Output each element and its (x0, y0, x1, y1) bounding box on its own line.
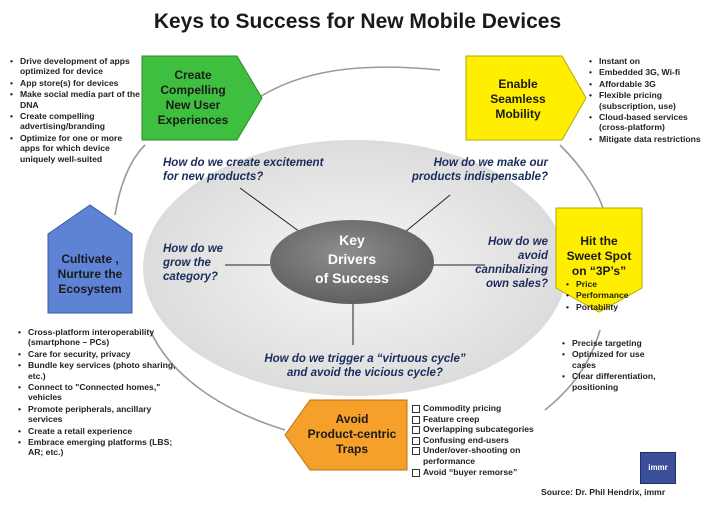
list-item: Flexible pricing (subscription, use) (589, 90, 711, 111)
shape-sweet-spot-label: Hit the Sweet Spot on “3P’s” (556, 234, 642, 279)
cycle-arc-left-top (114, 144, 146, 216)
question-line: grow the (163, 257, 211, 269)
question-line: own sales? (486, 278, 548, 290)
shape-label-line: Traps (335, 442, 368, 456)
list-item: Affordable 3G (589, 79, 711, 90)
list-right-middle: Precise targeting Optimized for use case… (562, 338, 667, 393)
shape-label-line: Hit the (580, 234, 618, 248)
shape-label-line: Experiences (157, 113, 229, 127)
list-item: Create a retail experience (18, 426, 178, 437)
shape-label-line: Seamless (490, 92, 546, 106)
page-title: Keys to Success for New Mobile Devices (153, 10, 562, 33)
list-item: Make social media part of the DNA (10, 89, 140, 110)
spoke-top-left (239, 187, 301, 233)
shape-label-line: on “3P’s” (571, 264, 627, 278)
center-label-line: of Success (315, 270, 389, 286)
list-item: Cross-platform interoperability (smartph… (18, 327, 178, 348)
list-item: Embedded 3G, Wi-fi (589, 67, 711, 78)
source-caption: Source: Dr. Phil Hendrix, immr (541, 487, 666, 497)
center-label: Key Drivers of Success (268, 231, 436, 288)
shape-label-line: Avoid (335, 412, 369, 426)
list-item: Portability (566, 302, 646, 313)
shape-compelling-label: Create Compelling New User Experiences (142, 68, 244, 128)
list-top-right: Instant on Embedded 3G, Wi-fi Affordable… (589, 56, 711, 145)
list-item: Optimize for one or more apps for which … (10, 133, 140, 164)
list-item: Feature creep (412, 414, 552, 425)
question-line: and avoid the vicious cycle? (287, 367, 443, 379)
list-item: Price (566, 279, 646, 290)
question-line: category? (163, 271, 218, 283)
center-ellipse (270, 220, 434, 304)
question-line: How do we make our (433, 157, 548, 169)
shape-label-line: Create (174, 68, 212, 82)
shape-label-line: Sweet Spot (566, 249, 632, 263)
list-traps: Commodity pricing Feature creep Overlapp… (412, 403, 552, 477)
center-label-line: Key (339, 232, 365, 248)
list-item: Connect to "Connected homes," vehicles (18, 382, 178, 403)
list-item: Confusing end-users (412, 435, 552, 446)
question-line: products indispensable? (411, 171, 548, 183)
question-line: for new products? (163, 171, 264, 183)
shape-label-line: Enable (498, 77, 538, 91)
question-line: How do we (163, 243, 224, 255)
question-indispensable: How do we make our products indispensabl… (406, 156, 548, 184)
list-item: Instant on (589, 56, 711, 67)
shape-label-line: Ecosystem (58, 282, 122, 296)
list-item: Cloud-based services (cross-platform) (589, 112, 711, 133)
shape-compelling (141, 55, 263, 141)
list-item: Care for security, privacy (18, 349, 178, 360)
question-line: How do we create excitement (163, 157, 324, 169)
question-cannibalize: How do we avoid cannibalizing own sales? (462, 235, 548, 291)
question-line: avoid (517, 250, 548, 262)
list-item: Commodity pricing (412, 403, 552, 414)
shape-seamless (465, 55, 587, 141)
shape-ecosystem (47, 204, 133, 314)
list-top-left: Drive development of apps optimized for … (10, 56, 140, 165)
question-grow: How do we grow the category? (163, 242, 223, 284)
question-excitement: How do we create excitement for new prod… (163, 156, 323, 184)
list-item: Drive development of apps optimized for … (10, 56, 140, 77)
list-item: Embrace emerging platforms (LBS; AR; etc… (18, 437, 178, 458)
question-line: cannibalizing (475, 264, 548, 276)
shape-ecosystem-label: Cultivate , Nurture the Ecosystem (48, 252, 132, 297)
shape-label-line: Compelling (160, 83, 226, 97)
shape-traps-label: Avoid Product-centric Traps (296, 412, 408, 457)
list-item: App store(s) for devices (10, 78, 140, 89)
list-item: Clear differentiation, positioning (562, 371, 667, 392)
cycle-arc-top-left (254, 66, 441, 101)
list-item: Overlapping subcategories (412, 424, 552, 435)
cycle-arc-right-top (559, 144, 606, 216)
list-item: Under/over-shooting on performance (412, 445, 552, 466)
shape-seamless-label: Enable Seamless Mobility (466, 77, 570, 122)
list-item: Mitigate data restrictions (589, 134, 711, 145)
list-item: Bundle key services (photo sharing, etc.… (18, 360, 178, 381)
question-line: How do we trigger a “virtuous cycle” (264, 353, 466, 365)
question-line: How do we (487, 236, 548, 248)
shape-label-line: Mobility (495, 107, 541, 121)
center-label-line: Drivers (327, 251, 377, 267)
list-item: Performance (566, 290, 646, 301)
list-item: Optimized for use cases (562, 349, 667, 370)
immr-logo: immr (640, 452, 676, 484)
spoke-top-right (404, 194, 451, 233)
list-bottom-left: Cross-platform interoperability (smartph… (18, 327, 178, 459)
list-item: Precise targeting (562, 338, 667, 349)
shape-label-line: Product-centric (307, 427, 397, 441)
list-item: Promote peripherals, ancillary services (18, 404, 178, 425)
shape-traps (284, 399, 408, 471)
shape-label-line: New User (165, 98, 221, 112)
list-item: Avoid “buyer remorse” (412, 467, 552, 478)
sweet-spot-list: Price Performance Portability (566, 279, 646, 313)
shape-label-line: Nurture the (57, 267, 123, 281)
shape-label-line: Cultivate , (61, 252, 119, 266)
list-item: Create compelling advertising/branding (10, 111, 140, 132)
question-virtuous: How do we trigger a “virtuous cycle” and… (250, 352, 480, 380)
